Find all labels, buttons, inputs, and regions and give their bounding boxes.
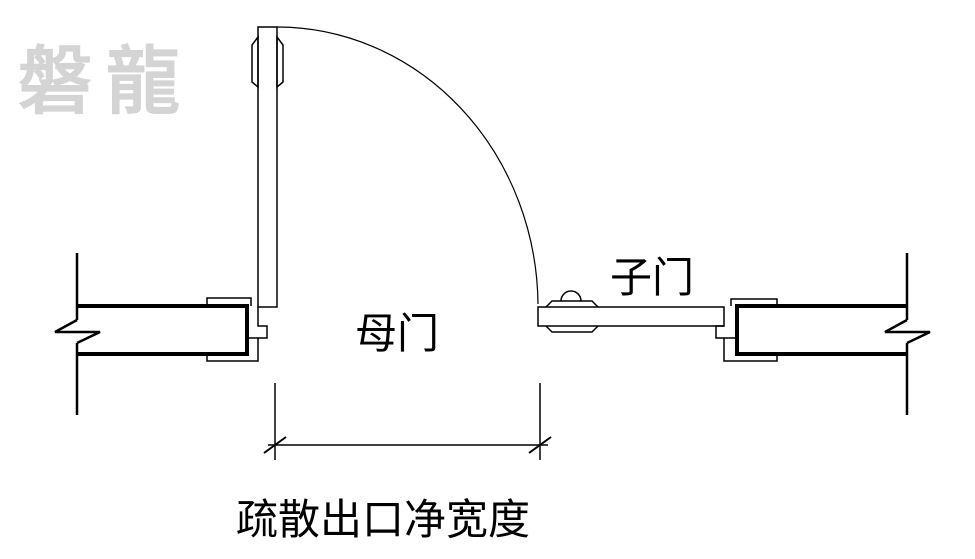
clear-width-caption: 疏散出口净宽度 <box>236 495 531 544</box>
door-swing-arc <box>276 26 539 305</box>
watermark-logo: 磐龍 <box>18 39 194 125</box>
clear-width-dimension <box>263 383 552 460</box>
sub-door-label: 子门 <box>610 253 695 302</box>
right-wall <box>735 253 931 415</box>
left-door-frame <box>206 297 268 362</box>
main-door-label: 母门 <box>355 309 440 358</box>
main-door-leaf <box>251 26 284 308</box>
sub-door-leaf <box>537 290 725 333</box>
right-door-frame <box>715 298 778 362</box>
left-wall <box>54 253 249 415</box>
